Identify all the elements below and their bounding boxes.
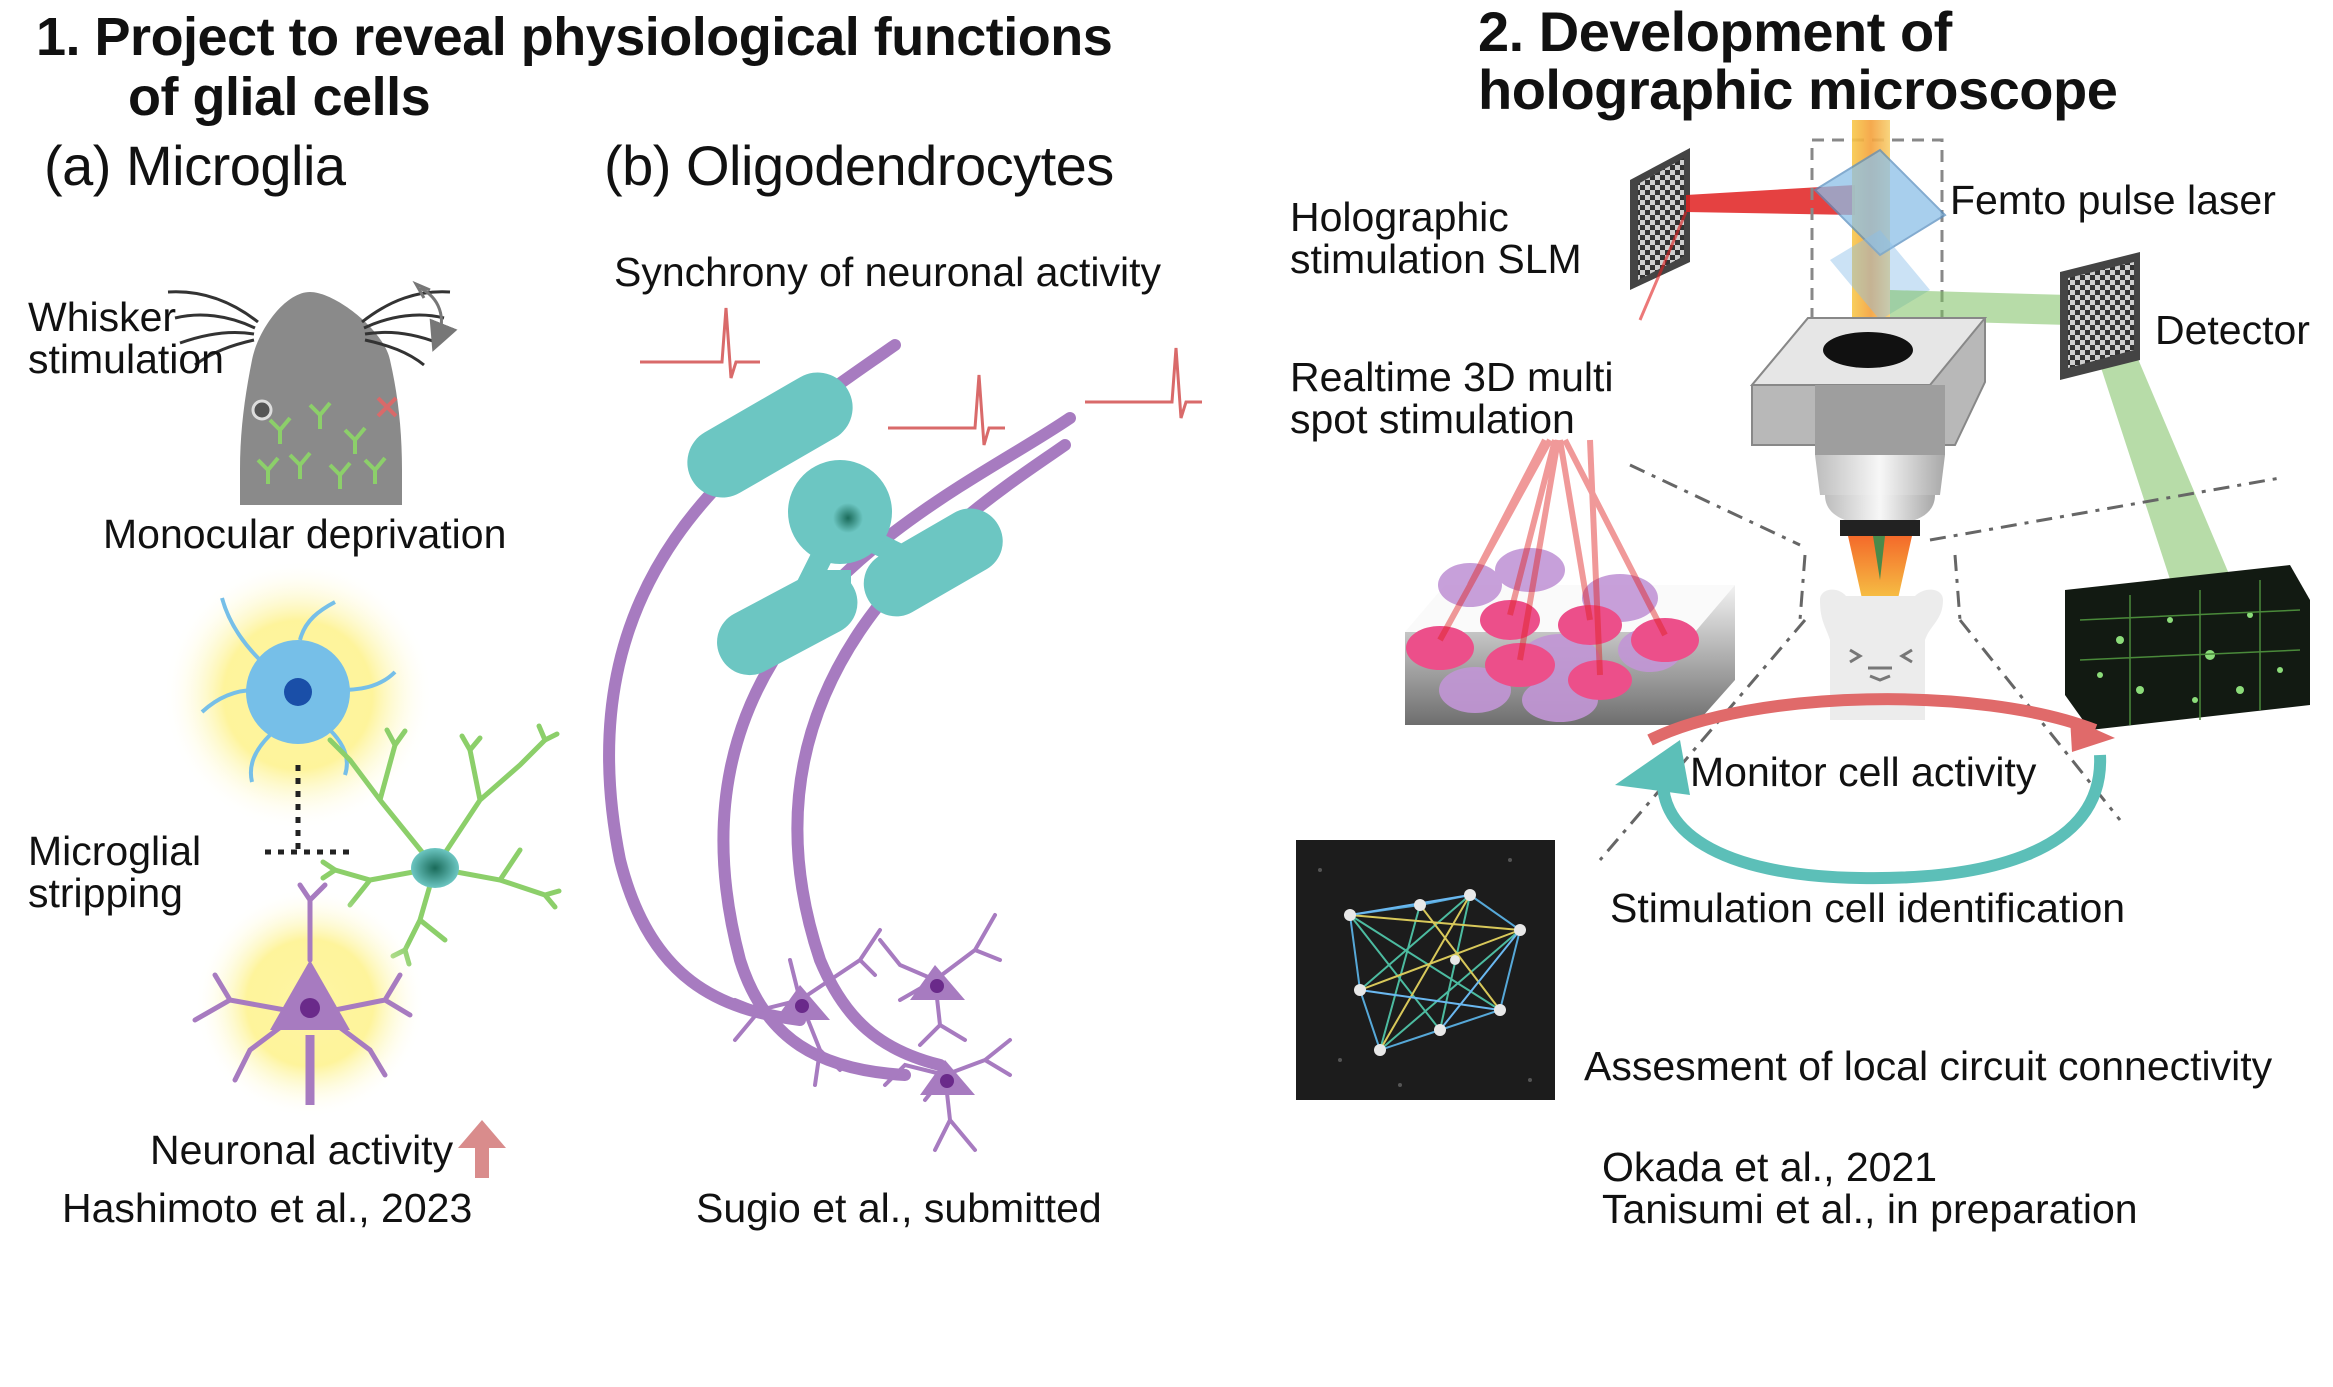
section1-title-line1: 1. Project to reveal physiological funct…: [36, 7, 1113, 67]
slm-label-line2: stimulation SLM: [1290, 236, 1582, 282]
slm-label-line1: Holographic: [1290, 194, 1509, 240]
monocular-label: Monocular deprivation: [103, 511, 507, 557]
oligodendrocyte-icon: [687, 372, 1003, 676]
microglia-cell-icon: [163, 560, 433, 830]
microscope-body-icon: [1749, 317, 1988, 612]
detector-icon: [2060, 252, 2140, 380]
citation-a: Hashimoto et al., 2023: [62, 1185, 473, 1231]
citation-tanisumi: Tanisumi et al., in preparation: [1602, 1186, 2138, 1232]
stimulation-tissue-icon: [1405, 438, 1735, 725]
field-of-view-lines: [1598, 463, 2281, 861]
assessment-label: Assesment of local circuit connectivity: [1584, 1043, 2273, 1089]
synchrony-label: Synchrony of neuronal activity: [614, 249, 1161, 295]
calcium-imaging-icon: [2065, 565, 2310, 730]
monitor-label: Monitor cell activity: [1690, 749, 2037, 795]
activity-up-arrow-icon: [458, 1120, 506, 1178]
realtime-label-line2: spot stimulation: [1290, 396, 1575, 442]
section1-title-line2: of glial cells: [128, 67, 431, 127]
stripping-dotted-line: [265, 765, 350, 855]
whisker-label-line2: stimulation: [28, 336, 224, 382]
laser-label: Femto pulse laser: [1950, 177, 2276, 223]
whisker-label-line1: Whisker: [28, 294, 177, 340]
detector-label: Detector: [2155, 307, 2310, 353]
slm-device-icon: [1630, 148, 1690, 290]
panel-a-heading: (a) Microglia: [44, 134, 346, 197]
spike-icons: [640, 307, 1202, 446]
citation-okada: Okada et al., 2021: [1602, 1144, 1938, 1190]
connectivity-graph-icon: [1296, 840, 1555, 1100]
green-detection-beam: [1890, 290, 2070, 325]
axon-fibers: [603, 339, 1076, 1081]
realtime-label-line1: Realtime 3D multi: [1290, 354, 1614, 400]
identification-label: Stimulation cell identification: [1610, 885, 2126, 931]
glowing-neuron-icon: [192, 882, 425, 1118]
citation-b: Sugio et al., submitted: [696, 1185, 1102, 1231]
stripping-label-line2: stripping: [28, 870, 183, 916]
identification-cycle-arrow: [1657, 754, 2107, 885]
monitor-cycle-arrow: [1647, 693, 2098, 746]
beam-splitter-icon: [1813, 148, 1947, 257]
section2-title-line2: holographic microscope: [1478, 58, 2118, 121]
target-neurons-icon: [733, 913, 1012, 1152]
stripping-label-line1: Microglial: [28, 828, 202, 874]
neuronal-activity-label: Neuronal activity: [150, 1127, 454, 1173]
mouse-icon: [1820, 589, 1943, 720]
section2-title-line1: 2. Development of: [1478, 0, 1952, 63]
mouse-head-icon: [167, 280, 458, 505]
panel-b-heading: (b) Oligodendrocytes: [604, 134, 1114, 197]
